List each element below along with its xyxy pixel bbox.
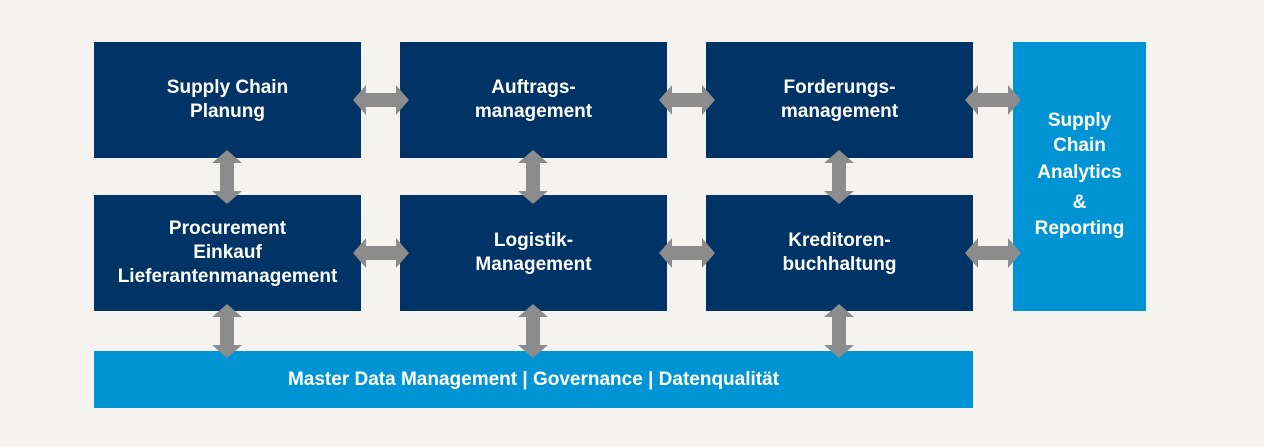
- double-arrow-vertical-icon: [518, 304, 548, 358]
- box-label-line: Reporting: [1034, 218, 1125, 239]
- box-supply-chain-planung: Supply Chain Planung: [94, 42, 361, 158]
- box-label-line: Lieferantenmanagement: [117, 266, 338, 287]
- box-kreditorenbuchhaltung: Kreditoren- buchhaltung: [706, 195, 973, 311]
- double-arrow-vertical-icon: [824, 304, 854, 358]
- double-arrow-vertical-icon: [518, 150, 548, 204]
- box-master-data-management: Master Data Management | Governance | Da…: [94, 351, 973, 408]
- double-arrow-horizontal-icon: [353, 238, 409, 268]
- double-arrow-vertical-icon: [212, 304, 242, 358]
- box-label-line: Supply: [1047, 110, 1112, 131]
- double-arrow-horizontal-icon: [659, 238, 715, 268]
- box-logistik-management: Logistik- Management: [400, 195, 667, 311]
- box-label-line: Forderungs-: [783, 77, 896, 98]
- box-label-line: Kreditoren-: [788, 230, 891, 251]
- box-label-line: buchhaltung: [782, 254, 897, 275]
- box-label-line: Chain: [1053, 135, 1106, 156]
- box-label-line: management: [780, 101, 899, 122]
- box-procurement: Procurement Einkauf Lieferantenmanagemen…: [94, 195, 361, 311]
- box-label-line: Planung: [190, 101, 265, 122]
- box-label-line: Auftrags-: [491, 77, 576, 98]
- box-label-line: Master Data Management | Governance | Da…: [287, 368, 780, 390]
- double-arrow-vertical-icon: [824, 150, 854, 204]
- box-label-line: Management: [475, 254, 592, 275]
- box-forderungsmanagement: Forderungs- management: [706, 42, 973, 158]
- box-auftragsmanagement: Auftrags- management: [400, 42, 667, 158]
- box-label-line: Procurement: [168, 218, 287, 239]
- box-label-line: Analytics: [1037, 162, 1122, 183]
- box-label-line: management: [474, 101, 593, 122]
- double-arrow-vertical-icon: [212, 150, 242, 204]
- double-arrow-horizontal-icon: [965, 85, 1021, 115]
- double-arrow-horizontal-icon: [965, 238, 1021, 268]
- box-label-line: Supply Chain: [166, 77, 289, 98]
- box-label-line: &: [1072, 192, 1087, 213]
- box-supply-chain-analytics-reporting: Supply Chain Analytics & Reporting: [1013, 42, 1146, 311]
- double-arrow-horizontal-icon: [659, 85, 715, 115]
- double-arrow-horizontal-icon: [353, 85, 409, 115]
- box-label-line: Einkauf: [193, 242, 262, 263]
- box-label-line: Logistik-: [493, 230, 574, 251]
